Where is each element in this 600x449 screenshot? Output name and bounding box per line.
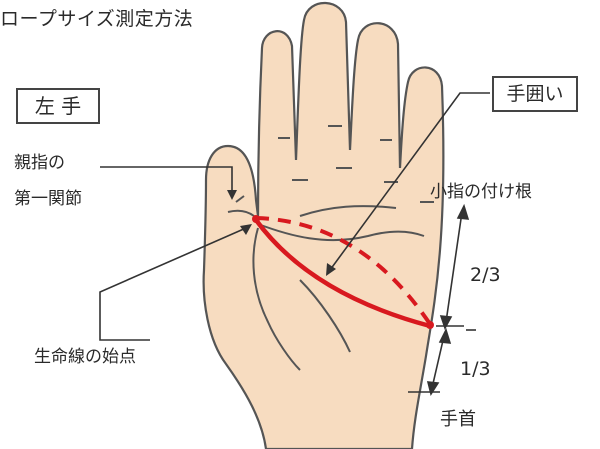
arrow-grip [326,263,336,276]
page-title: ロープサイズ測定方法 [0,8,194,30]
thumb-joint-label-line1: 親指の [14,153,65,173]
measure-point-end [426,321,434,329]
grip-label: 手囲い [492,76,578,112]
arrow-thumb-joint [227,190,237,200]
pinky-base-label: 小指の付け根 [430,182,532,202]
measure-point-start [252,215,260,223]
hand-outline [202,1,445,449]
finger-creases [235,125,434,203]
thumb-joint-label-line2: 第一関節 [14,189,82,209]
two-thirds-label: 2/3 [470,264,501,286]
dimension-arrows [426,203,470,397]
measure-line-solid [254,218,431,329]
wrist-label: 手首 [440,409,476,430]
arrowheads [227,190,336,276]
palm-lines [227,205,425,371]
leader-lines [99,92,490,393]
one-third-label: 1/3 [460,358,491,380]
lifeline-start-label: 生命線の始点 [34,347,136,367]
hand-side-label: 左 手 [16,88,100,124]
arrow-lifeline [240,224,252,235]
